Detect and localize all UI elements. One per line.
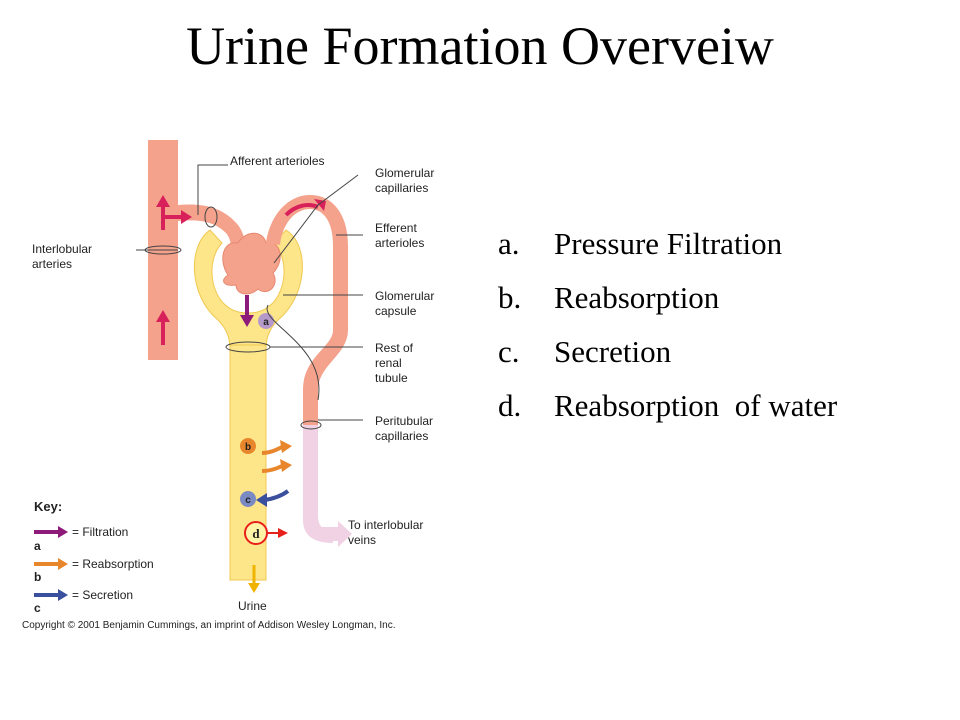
marker-d-label: d	[252, 526, 260, 541]
step-marker: b.	[498, 280, 522, 315]
process-steps-list: a. Pressure Filtration b. Reabsorption c. S…	[498, 217, 837, 433]
marker-c	[240, 491, 256, 507]
label-rest-of-tubule-3: tubule	[375, 371, 408, 385]
urine-arrow	[248, 583, 260, 593]
copyright-notice: Copyright © 2001 Benjamin Cummings, an i…	[22, 620, 395, 631]
label-peritubular-capillaries-1: Peritubular	[375, 414, 433, 428]
marker-a-label: a	[263, 317, 269, 328]
step-marker: d.	[498, 388, 522, 423]
glomerular-capsule	[193, 229, 303, 351]
marker-a	[258, 313, 274, 329]
step-text: Secretion	[554, 334, 672, 369]
label-peritubular-capillaries-2: capillaries	[375, 429, 428, 443]
key-secretion: = Secretion	[72, 588, 133, 602]
vein-outflow-arrow	[318, 521, 352, 547]
label-to-interlobular-veins-1: To interlobular	[348, 518, 423, 532]
key-reabsorption-arrow	[58, 558, 68, 570]
key-letter-a: a	[34, 539, 41, 553]
efferent-arteriole	[266, 195, 348, 425]
key-filtration: = Filtration	[72, 525, 128, 539]
label-glomerular-capillaries-2: capillaries	[375, 181, 428, 195]
marker-c-label: c	[245, 495, 251, 506]
step-text: Reabsorption	[554, 280, 720, 315]
peritubular-capillaries	[303, 425, 333, 543]
step-text: Pressure Filtration	[554, 226, 783, 261]
key-letter-b: b	[34, 570, 41, 584]
label-glomerular-capsule-1: Glomerular	[375, 289, 434, 303]
label-efferent-arterioles-2: arterioles	[375, 236, 424, 250]
key-title: Key:	[34, 499, 62, 514]
key-secretion-arrow	[58, 589, 68, 601]
glomerular-capillaries	[222, 232, 281, 295]
nephron-diagram: a b c d Afferent arterioles Glomerular c…	[22, 140, 434, 631]
step-marker: c.	[498, 334, 520, 369]
label-interlobular-arteries-2: arteries	[32, 257, 72, 271]
key-reabsorption: = Reabsorption	[72, 557, 154, 571]
secretion-arrow	[263, 489, 290, 502]
marker-b-label: b	[245, 442, 251, 453]
label-rest-of-tubule-2: renal	[375, 356, 402, 370]
label-efferent-arterioles-1: Efferent	[375, 221, 417, 235]
label-urine: Urine	[238, 599, 267, 613]
step-text: Reabsorption of water	[554, 388, 838, 423]
step-item: c. Secretion	[498, 325, 837, 379]
key-filtration-arrow	[58, 526, 68, 538]
label-glomerular-capillaries-1: Glomerular	[375, 166, 434, 180]
label-glomerular-capsule-2: capsule	[375, 304, 417, 318]
label-rest-of-tubule-1: Rest of	[375, 341, 414, 355]
blood-flow-arrows	[156, 195, 326, 345]
filtration-arrow	[240, 315, 254, 327]
label-to-interlobular-veins-2: veins	[348, 533, 376, 547]
step-item: a. Pressure Filtration	[498, 217, 837, 271]
reabsorption-arrows	[261, 440, 292, 473]
renal-tubule	[229, 344, 267, 581]
diagram-key: Key: = Filtration a = Reabsorption b = S…	[34, 499, 154, 615]
step-item: d. Reabsorption of water	[498, 379, 837, 433]
afferent-arteriole	[178, 204, 246, 275]
label-interlobular-arteries-1: Interlobular	[32, 242, 92, 256]
label-afferent-arterioles: Afferent arterioles	[230, 154, 325, 168]
step-item: b. Reabsorption	[498, 271, 837, 325]
step-marker: a.	[498, 226, 520, 261]
marker-b	[240, 438, 256, 454]
leader-lines	[136, 164, 363, 430]
slide-title: Urine Formation Overveiw	[186, 16, 774, 76]
key-letter-c: c	[34, 601, 41, 615]
water-reabsorption-arrow	[278, 528, 288, 538]
